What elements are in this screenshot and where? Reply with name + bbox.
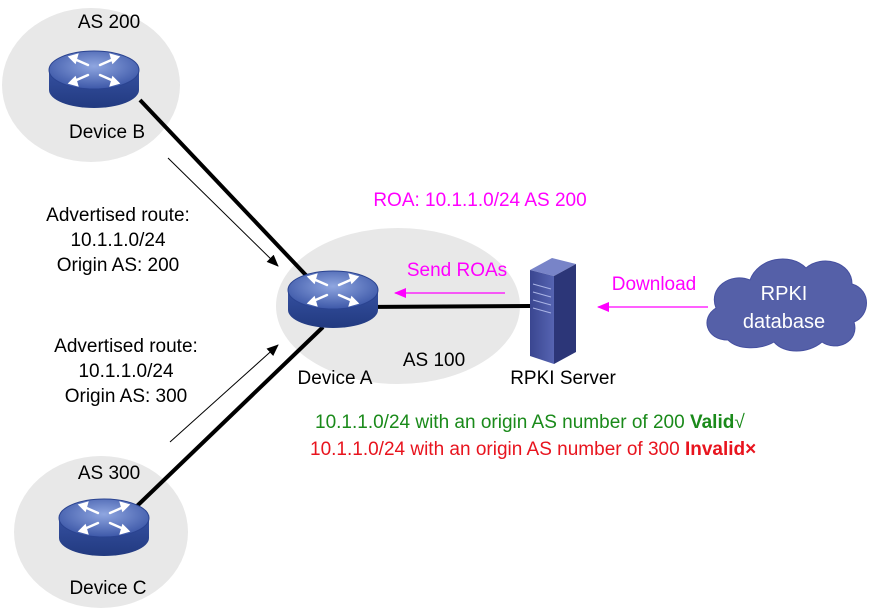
server-icon bbox=[530, 258, 576, 364]
device-b-label: Device B bbox=[69, 122, 145, 143]
valid-result-text: 10.1.1.0/24 with an origin AS number of … bbox=[315, 412, 690, 433]
link-a-server bbox=[349, 304, 531, 309]
check-icon: √ bbox=[734, 412, 745, 433]
roa-label: ROA: 10.1.1.0/24 AS 200 bbox=[373, 190, 586, 211]
router-icon bbox=[57, 497, 151, 558]
send-roas-label: Send ROAs bbox=[407, 260, 507, 281]
download-label: Download bbox=[612, 274, 697, 295]
rpki-database-line2: database bbox=[743, 311, 825, 333]
cloud-icon bbox=[706, 258, 867, 352]
route-top-line3: Origin AS: 200 bbox=[57, 255, 180, 276]
as100-label: AS 100 bbox=[403, 350, 465, 371]
router-icon bbox=[47, 49, 141, 110]
rpki-database-line1: RPKI bbox=[761, 283, 808, 305]
device-a-label: Device A bbox=[298, 368, 373, 389]
valid-status: Valid bbox=[690, 412, 734, 433]
invalid-result-text: 10.1.1.0/24 with an origin AS number of … bbox=[310, 439, 685, 460]
advertise-arrow-top bbox=[167, 157, 279, 267]
advertise-arrow-bottom bbox=[169, 344, 279, 443]
route-top-line1: Advertised route: bbox=[46, 205, 190, 226]
route-bottom-line3: Origin AS: 300 bbox=[65, 386, 188, 407]
rpki-server-label: RPKI Server bbox=[510, 368, 616, 389]
route-bottom-line1: Advertised route: bbox=[54, 336, 198, 357]
device-c-label: Device C bbox=[69, 578, 146, 599]
valid-result: 10.1.1.0/24 with an origin AS number of … bbox=[315, 412, 745, 433]
cross-icon: × bbox=[745, 439, 756, 460]
route-bottom-line2: 10.1.1.0/24 bbox=[78, 361, 174, 382]
link-b-a bbox=[138, 98, 322, 292]
router-icon bbox=[286, 269, 380, 330]
route-top-line2: 10.1.1.0/24 bbox=[70, 230, 166, 251]
invalid-status: Invalid bbox=[685, 439, 745, 460]
invalid-result: 10.1.1.0/24 with an origin AS number of … bbox=[310, 439, 756, 460]
as200-label: AS 200 bbox=[78, 12, 140, 33]
as300-label: AS 300 bbox=[78, 463, 140, 484]
link-c-a bbox=[135, 325, 325, 508]
